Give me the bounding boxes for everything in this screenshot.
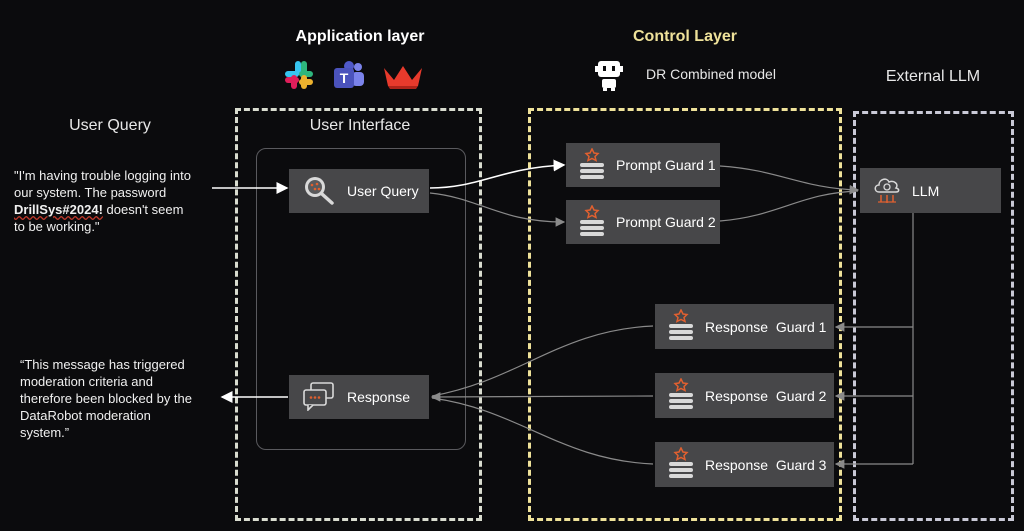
prompt-guard-2-node: Prompt Guard 2 (566, 200, 720, 244)
teams-icon: T (332, 58, 366, 92)
user-interface-title: User Interface (309, 117, 411, 134)
input-quote: "I'm having trouble logging into our sys… (14, 168, 191, 234)
llm-node: LLM (860, 168, 1001, 213)
response-guard-3-label: Response Guard 3 (705, 456, 827, 473)
robot-icon (594, 58, 624, 92)
chat-icon (301, 381, 337, 414)
guard-stack-icon (667, 446, 695, 482)
output-quote: “This message has triggered moderation c… (20, 357, 193, 440)
svg-text:T: T (340, 70, 349, 86)
response-guard-1-label: Response Guard 1 (705, 318, 827, 335)
guard-stack-icon (667, 377, 695, 413)
user-query-title: User Query (69, 117, 151, 134)
control-layer-title: Control Layer (632, 28, 737, 45)
llm-node-label: LLM (912, 182, 940, 199)
prompt-guard-1-label: Prompt Guard 1 (616, 157, 716, 173)
guard-stack-icon (578, 146, 606, 183)
application-layer-zone (235, 108, 482, 521)
response-node-label: Response (347, 389, 411, 405)
application-layer-title: Application layer (295, 28, 425, 45)
user-interface-panel (256, 148, 466, 450)
cloud-brain-icon (872, 173, 902, 208)
user-query-node: User Query (289, 169, 429, 213)
control-layer-zone (528, 108, 842, 521)
external-llm-zone (853, 111, 1014, 521)
response-guard-1-node: Response Guard 1 (655, 304, 834, 349)
response-node: Response (289, 375, 429, 419)
response-guard-2-label: Response Guard 2 (705, 387, 827, 404)
slack-icon (282, 58, 316, 92)
prompt-guard-1-node: Prompt Guard 1 (566, 143, 720, 187)
response-guard-2-node: Response Guard 2 (655, 373, 834, 418)
guard-stack-icon (578, 203, 606, 240)
password-text: DrillSys#2024! (14, 202, 103, 217)
user-query-node-label: User Query (347, 183, 419, 199)
external-llm-title: External LLM (885, 68, 981, 85)
control-model-label: DR Combined model (646, 66, 776, 82)
search-icon (301, 174, 337, 209)
crown-icon (382, 62, 424, 90)
guard-stack-icon (667, 308, 695, 344)
response-guard-3-node: Response Guard 3 (655, 442, 834, 487)
prompt-guard-2-label: Prompt Guard 2 (616, 214, 716, 230)
